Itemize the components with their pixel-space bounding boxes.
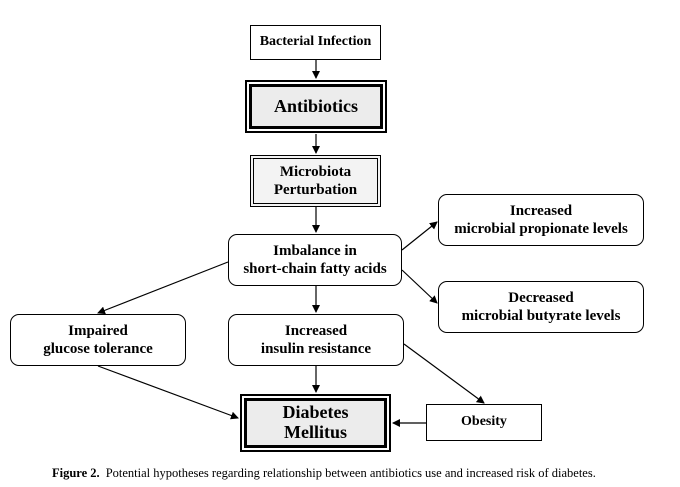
figure-caption-label: Figure 2.	[52, 466, 100, 480]
node-imbalance-line-2: short-chain fatty acids	[243, 261, 387, 277]
node-butyrate-levels: Decreased microbial butyrate levels	[438, 281, 644, 333]
node-microbiota-line-1: Microbiota	[279, 164, 352, 180]
node-microbiota-perturbation: Microbiota Perturbation	[250, 155, 381, 207]
arrow-imbalance-to-glucose	[97, 261, 229, 315]
arrow-glucose-to-diabetes	[97, 365, 239, 420]
node-diabetes-line-1: Diabetes	[282, 402, 349, 423]
figure-caption: Figure 2. Potential hypotheses regarding …	[52, 466, 672, 481]
node-butyrate-line-1: Decreased	[508, 290, 574, 306]
node-impaired-glucose-tolerance: Impaired glucose tolerance	[10, 314, 186, 366]
arrow-imbalance-to-butyrate	[401, 269, 438, 304]
node-diabetes-mellitus: Diabetes Mellitus	[240, 394, 391, 452]
node-insulin-line-2: insulin resistance	[260, 341, 372, 357]
node-diabetes-line-2: Mellitus	[284, 422, 347, 442]
node-imbalance-line-1: Imbalance in	[273, 243, 357, 259]
node-propionate-line-1: Increased	[509, 203, 573, 219]
node-propionate-levels: Increased microbial propionate levels	[438, 194, 644, 246]
arrow-imbalance-to-propionate	[401, 221, 438, 251]
node-insulin-resistance: Increased insulin resistance	[228, 314, 404, 366]
node-microbiota-line-2: Perturbation	[273, 182, 358, 198]
node-glucose-line-1: Impaired	[68, 323, 128, 339]
node-bacterial-infection: Bacterial Infection	[250, 25, 381, 60]
node-scfa-imbalance: Imbalance in short-chain fatty acids	[228, 234, 402, 286]
node-obesity-label: Obesity	[461, 414, 507, 430]
node-butyrate-line-2: microbial butyrate levels	[461, 308, 621, 324]
node-obesity: Obesity	[426, 404, 542, 441]
node-bacterial-infection-label: Bacterial Infection	[259, 34, 372, 50]
node-propionate-line-2: microbial propionate levels	[454, 221, 628, 237]
figure-caption-text: Potential hypotheses regarding relations…	[105, 466, 596, 480]
node-insulin-line-1: Increased	[284, 323, 348, 339]
arrow-insulin-to-obesity	[403, 343, 485, 404]
node-antibiotics-label: Antibiotics	[273, 95, 358, 116]
node-antibiotics: Antibiotics	[245, 80, 387, 133]
node-glucose-line-2: glucose tolerance	[43, 341, 153, 357]
